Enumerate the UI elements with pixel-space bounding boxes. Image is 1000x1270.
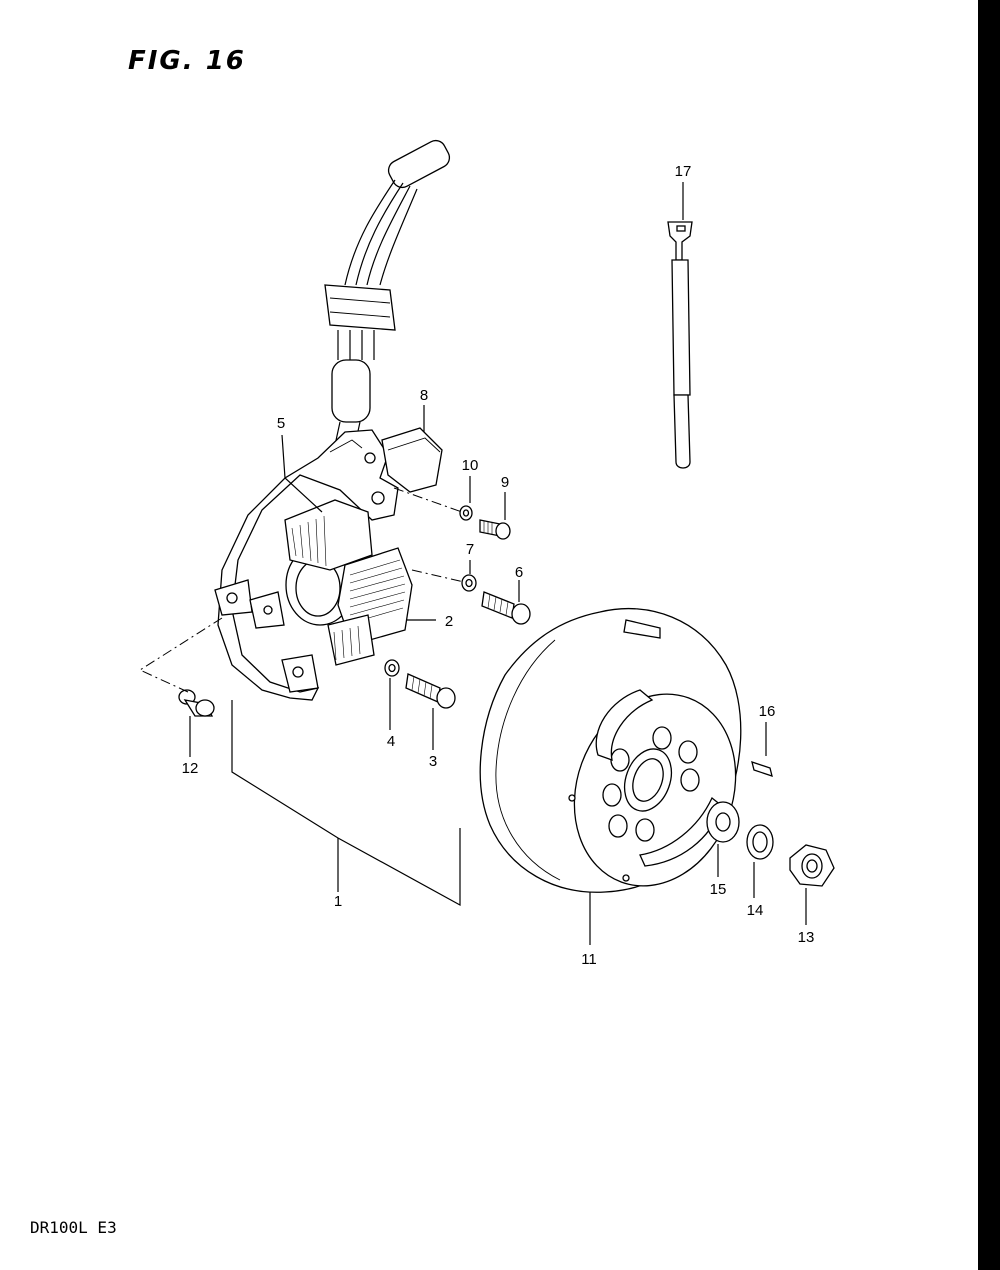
screw-12	[178, 689, 215, 717]
leader-lines	[189, 182, 807, 945]
screw-6	[481, 591, 531, 625]
callout-7: 7	[466, 541, 474, 558]
alignment-line-9	[393, 487, 463, 513]
callout-8: 8	[420, 387, 428, 404]
callout-3: 3	[429, 753, 437, 770]
page-edge-bar	[978, 0, 1000, 1270]
callout-6: 6	[515, 564, 523, 581]
model-code: DR100L E3	[30, 1218, 117, 1237]
callout-9: 9	[501, 474, 509, 491]
flywheel-rotor	[479, 608, 742, 893]
callout-5: 5	[277, 415, 285, 432]
callout-2: 2	[445, 613, 453, 630]
alignment-line-12	[138, 617, 223, 693]
washer-7	[461, 574, 477, 592]
callout-labels: 1 2 3 4 5 6 7 8 9 10 11 12 13 14 15 16 1…	[182, 163, 815, 968]
callout-13: 13	[798, 929, 815, 946]
wire-harness	[324, 139, 451, 446]
callout-10: 10	[462, 457, 479, 474]
callout-11: 11	[581, 951, 597, 968]
screw-3	[405, 673, 456, 709]
washer-10	[459, 505, 473, 521]
callout-4: 4	[387, 733, 395, 750]
alignment-line-6	[411, 569, 465, 583]
callout-12: 12	[182, 760, 199, 777]
washer-4	[384, 659, 400, 677]
washer-15	[706, 801, 740, 843]
callout-15: 15	[710, 881, 727, 898]
stator-assembly	[214, 427, 443, 701]
callout-17: 17	[675, 163, 692, 180]
callout-16: 16	[759, 703, 776, 720]
figure-title: FIG. 16	[128, 46, 246, 76]
tool-17	[667, 221, 693, 469]
callout-14: 14	[747, 902, 764, 919]
screw-9	[479, 519, 511, 540]
lock-washer-14	[746, 824, 774, 860]
woodruff-key-16	[751, 761, 773, 777]
callout-1: 1	[334, 893, 342, 910]
nut-13	[789, 844, 835, 887]
